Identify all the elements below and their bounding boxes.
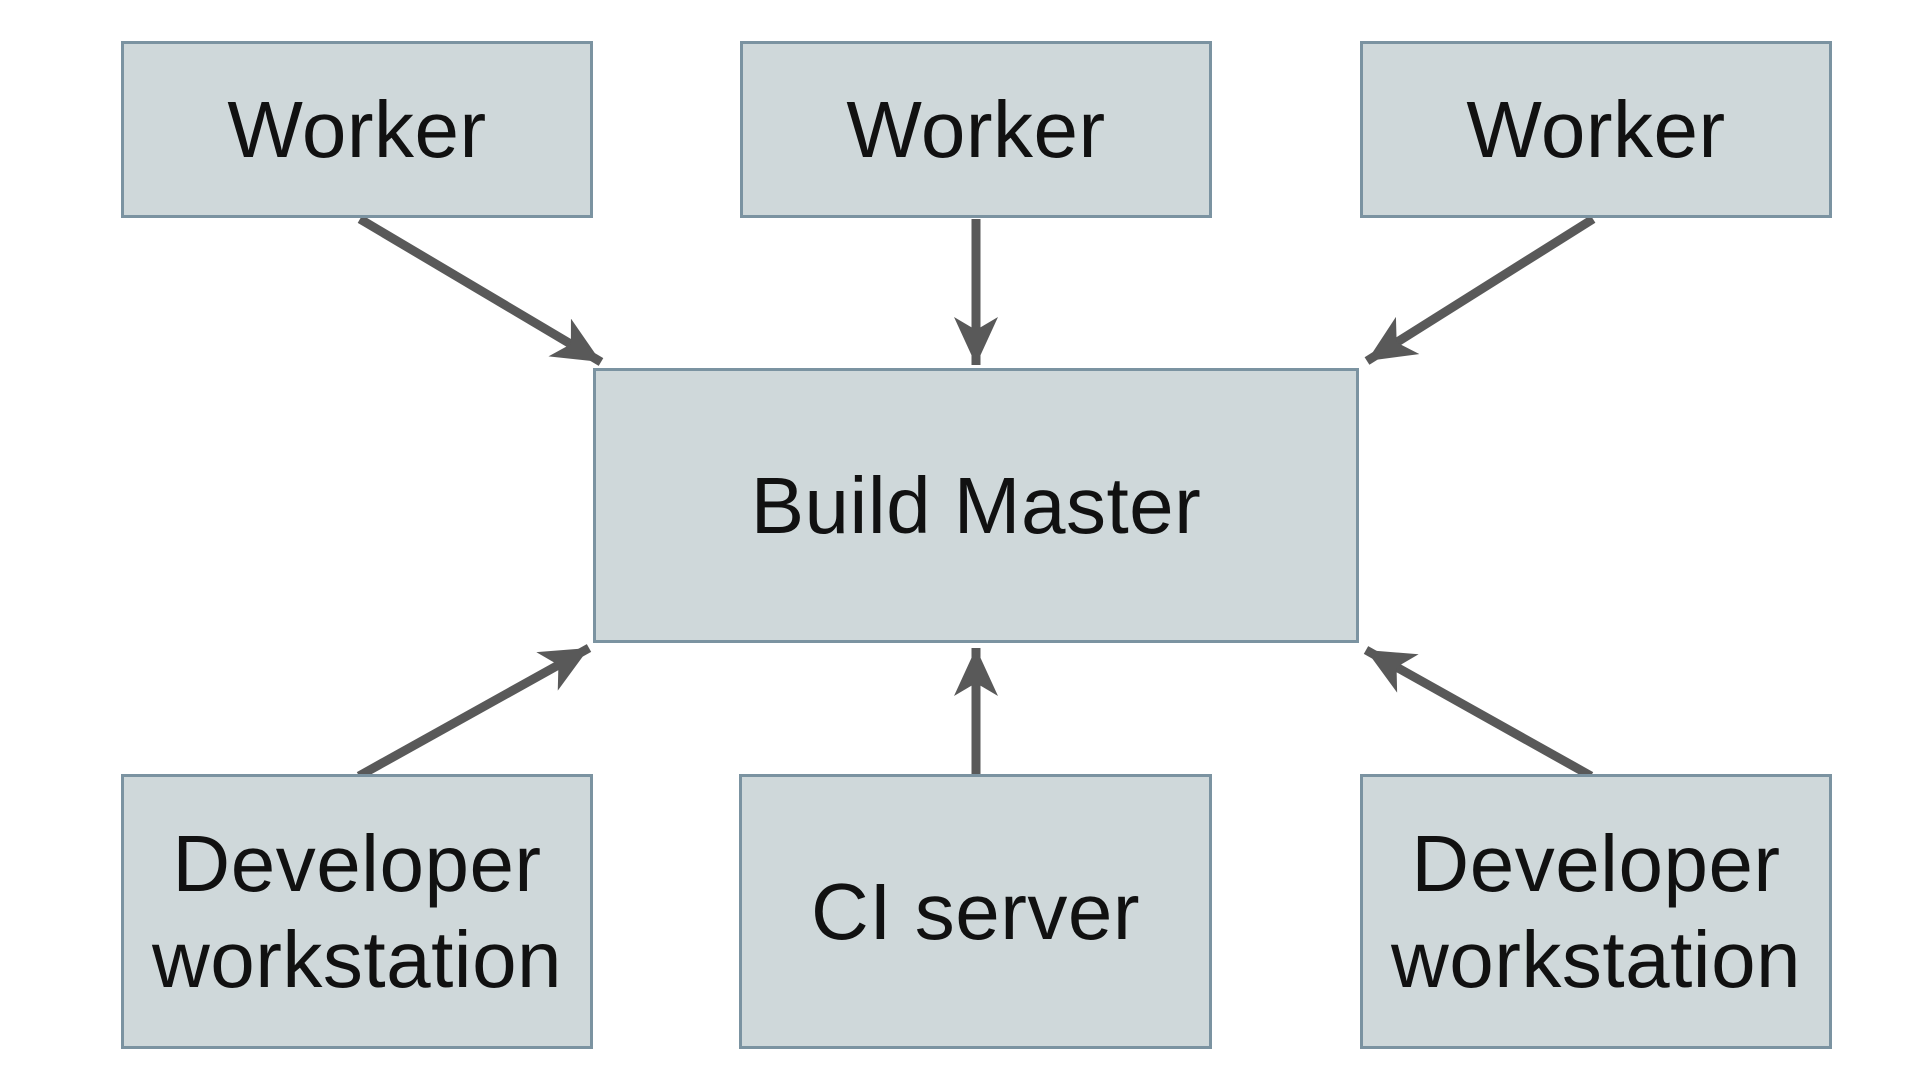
arrow-worker1-to-build-master [357, 215, 604, 366]
node-build-master: Build Master [593, 368, 1359, 643]
node-ci-server: CI server [739, 774, 1212, 1049]
node-worker-3-label: Worker [1466, 84, 1726, 174]
arrow-dev-ws1-to-build-master [356, 644, 592, 780]
node-build-master-label: Build Master [750, 460, 1202, 550]
node-worker-3: Worker [1360, 41, 1832, 218]
node-worker-2: Worker [740, 41, 1212, 218]
node-developer-workstation-2-label: Developer workstation [1390, 819, 1802, 1004]
node-developer-workstation-1-label: Developer workstation [151, 819, 563, 1004]
node-developer-workstation-2: Developer workstation [1360, 774, 1832, 1049]
arrow-worker3-to-build-master [1364, 215, 1596, 365]
node-ci-server-label: CI server [811, 866, 1140, 956]
arrow-dev-ws2-to-build-master [1363, 646, 1594, 780]
node-worker-1: Worker [121, 41, 593, 218]
node-worker-2-label: Worker [846, 84, 1106, 174]
node-developer-workstation-1: Developer workstation [121, 774, 593, 1049]
node-worker-1-label: Worker [227, 84, 487, 174]
